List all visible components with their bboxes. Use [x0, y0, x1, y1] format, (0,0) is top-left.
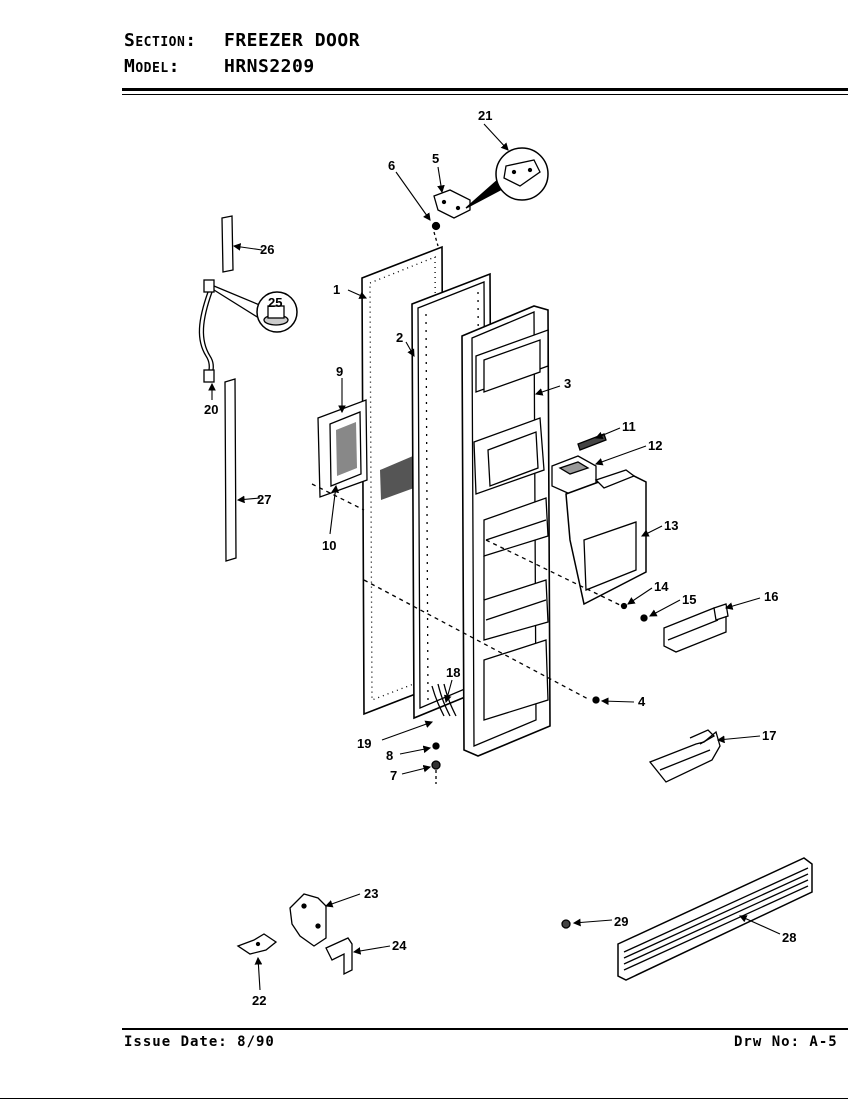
callout-19: 19: [357, 736, 371, 751]
section-line: Section: FREEZER DOOR: [124, 30, 360, 51]
part-4-screw: [592, 696, 600, 704]
part-22-hinge-plate: [236, 933, 278, 955]
callout-29: 29: [614, 914, 628, 929]
callout-12: 12: [648, 438, 662, 453]
drawing-number: Drw No: A-5: [734, 1034, 838, 1050]
section-label: Section:: [124, 30, 197, 51]
part-21-hinge-detail: [465, 147, 549, 209]
page-bottom-rule: [0, 1098, 848, 1099]
callout-15: 15: [682, 592, 696, 607]
part-16-door-bin: [663, 603, 729, 653]
callout-14: 14: [654, 579, 669, 594]
model-line: Model: HRNS2209: [124, 56, 315, 77]
callout-20: 20: [204, 402, 218, 417]
callout-22: 22: [252, 993, 266, 1008]
part-20-wire-harness: [198, 279, 215, 383]
part-15-screw: [640, 614, 648, 622]
header-rule-thin: [122, 94, 848, 95]
callout-18: 18: [446, 665, 460, 680]
part-5-top-hinge: [433, 189, 471, 219]
callout-8: 8: [386, 748, 393, 763]
part-24-bracket: [325, 937, 353, 976]
part-8-washer: [432, 742, 440, 750]
model-label: Model:: [124, 56, 180, 77]
part-6-bushing: [431, 221, 441, 231]
callout-3: 3: [564, 376, 571, 391]
section-value: FREEZER DOOR: [224, 30, 361, 51]
callout-21: 21: [478, 108, 492, 123]
part-23-lower-hinge: [289, 893, 327, 947]
part-17-bin-rail: [648, 729, 721, 783]
issue-date: Issue Date: 8/90: [124, 1034, 275, 1050]
part-29-screw: [561, 919, 571, 929]
callout-16: 16: [764, 589, 778, 604]
callout-5: 5: [432, 151, 439, 166]
callout-23: 23: [364, 886, 378, 901]
callout-11: 11: [622, 419, 636, 434]
callout-24: 24: [392, 938, 407, 953]
callout-7: 7: [390, 768, 397, 783]
part-7-nut: [431, 760, 441, 770]
callout-4: 4: [638, 694, 646, 709]
callout-13: 13: [664, 518, 678, 533]
footer-rule: [122, 1028, 848, 1030]
callout-25: 25: [268, 295, 282, 310]
part-3-inner-liner: [461, 305, 551, 757]
callout-10: 10: [322, 538, 336, 553]
callout-1: 1: [333, 282, 340, 297]
callout-6: 6: [388, 158, 395, 173]
callout-26: 26: [260, 242, 274, 257]
model-value: HRNS2209: [224, 56, 315, 77]
callout-9: 9: [336, 364, 343, 379]
part-11-bar: [577, 433, 607, 451]
callout-27: 27: [257, 492, 271, 507]
part-26-trim-strip: [221, 215, 234, 273]
callout-2: 2: [396, 330, 403, 345]
part-25-connector-detail: [213, 285, 298, 333]
part-27-trim-strip: [224, 378, 237, 562]
callout-28: 28: [782, 930, 796, 945]
callout-17: 17: [762, 728, 776, 743]
header-rule-thick: [122, 88, 848, 91]
part-13-chute-housing: [565, 469, 647, 606]
part-14-screw: [620, 602, 628, 610]
part-28-grille: [617, 857, 813, 981]
part-12-dispenser-cup: [551, 455, 597, 495]
part-9-panel: [317, 399, 368, 498]
